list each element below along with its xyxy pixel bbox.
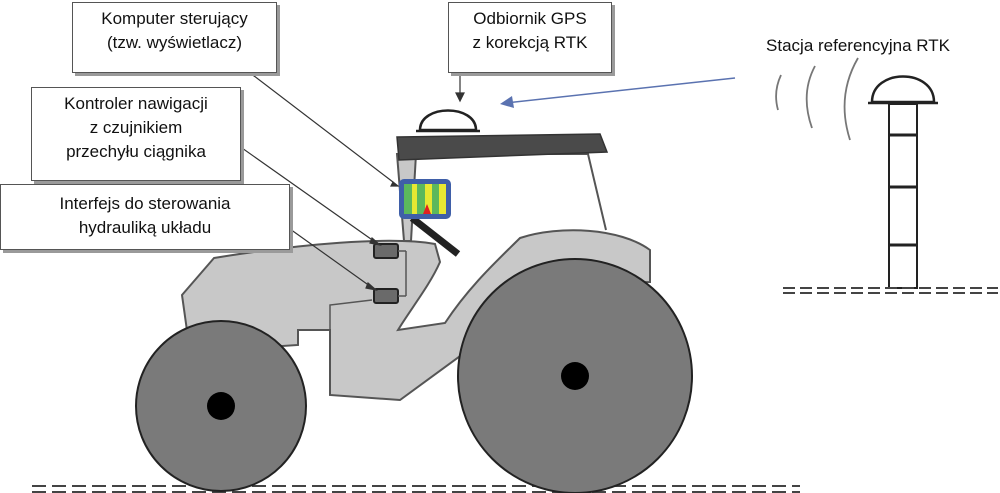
steering-column	[409, 215, 461, 257]
callout-gps-line2: z korekcją RTK	[472, 33, 588, 52]
navigation-controller-box	[373, 243, 399, 259]
callout-navigation-controller: Kontroler nawigacji z czujnikiem przechy…	[31, 87, 241, 181]
callout-hydr-line2: hydrauliką układu	[78, 218, 212, 237]
callout-gps-receiver: Odbiornik GPS z korekcją RTK	[448, 2, 612, 73]
gps-dome	[418, 109, 478, 132]
rtk-correction-arrow	[500, 77, 736, 108]
front-wheel	[135, 320, 307, 492]
tractor	[135, 109, 693, 493]
station-antenna-dome	[870, 75, 936, 104]
hydraulic-interface-box	[373, 288, 399, 304]
tractor-roof	[396, 133, 609, 161]
callout-hydr-line1: Interfejs do sterowania	[59, 194, 231, 213]
callout-nav-line3: przechyłu ciągnika	[66, 142, 206, 161]
signal-waves-icon	[775, 57, 859, 141]
callout-computer-line1: Komputer sterujący	[101, 9, 248, 28]
hood-step-line	[329, 299, 373, 330]
callout-leaders	[224, 65, 465, 292]
rear-wheel	[457, 258, 693, 493]
display-icon	[399, 179, 451, 219]
ground-line	[32, 485, 800, 493]
station-mast	[888, 103, 918, 289]
callout-gps-line1: Odbiornik GPS	[473, 9, 587, 28]
callout-computer: Komputer sterujący (tzw. wyświetlacz)	[72, 2, 277, 73]
rtk-reference-station	[775, 57, 998, 294]
station-label: Stacja referencyjna RTK	[766, 36, 950, 55]
callout-hydraulic-interface: Interfejs do sterowania hydrauliką układ…	[0, 184, 290, 250]
callout-nav-line1: Kontroler nawigacji	[64, 94, 208, 113]
callout-computer-line2: (tzw. wyświetlacz)	[106, 33, 243, 52]
callout-nav-line2: z czujnikiem	[89, 118, 183, 137]
